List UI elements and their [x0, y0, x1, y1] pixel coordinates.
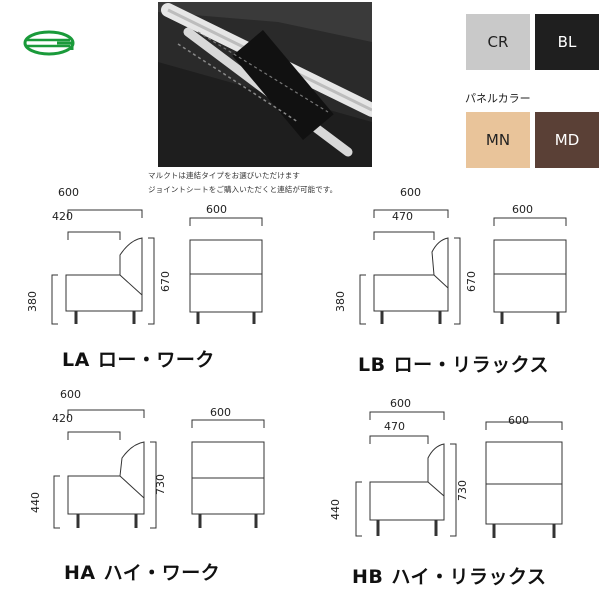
note-line-1: マルクトは連結タイプをお選びいただけます [148, 171, 300, 180]
la-title: LA ロー・ワーク [62, 345, 215, 372]
lb-total-height: 670 [465, 271, 478, 292]
lb-seat-height: 380 [334, 291, 347, 312]
swatch-mn-label: MN [485, 131, 511, 149]
la-name: ロー・ワーク [97, 349, 215, 371]
la-seat-height: 380 [26, 291, 39, 312]
swatch-mn: MN [466, 112, 530, 168]
ha-depth: 420 [52, 412, 73, 425]
ha-total-height: 730 [154, 474, 167, 495]
hb-width: 600 [390, 397, 411, 410]
panel-color-label: パネルカラー [465, 92, 531, 105]
hb-name: ハイ・リラックス [391, 566, 547, 588]
joint-seat-photo [158, 2, 372, 167]
la-code: LA [62, 349, 90, 371]
la-total-height: 670 [159, 271, 172, 292]
hb-drawing [355, 411, 563, 538]
ha-width: 600 [60, 388, 81, 401]
lb-title: LB ロー・リラックス [358, 350, 549, 377]
la-drawing [51, 209, 263, 325]
hb-code: HB [352, 566, 384, 588]
ha-title: HA ハイ・ワーク [64, 558, 220, 585]
lb-drawing [359, 209, 567, 325]
swatch-bl-label: BL [557, 33, 577, 51]
ha-name: ハイ・ワーク [103, 562, 221, 584]
hb-depth: 470 [384, 420, 405, 433]
la-width: 600 [58, 186, 79, 199]
hb-front-width: 600 [508, 414, 529, 427]
brand-logo [23, 30, 75, 56]
swatch-cr-label: CR [487, 33, 509, 51]
ha-drawing [53, 409, 265, 529]
la-front-width: 600 [206, 203, 227, 216]
hb-total-height: 730 [456, 480, 469, 501]
swatch-cr: CR [466, 14, 530, 70]
note-line-2: ジョイントシートをご購入いただくと連結が可能です。 [148, 185, 338, 194]
ha-code: HA [64, 562, 96, 584]
lb-front-width: 600 [512, 203, 533, 216]
la-depth: 420 [52, 210, 73, 223]
swatch-md-label: MD [554, 131, 580, 149]
swatch-md: MD [535, 112, 599, 168]
lb-depth: 470 [392, 210, 413, 223]
ha-front-width: 600 [210, 406, 231, 419]
lb-name: ロー・リラックス [393, 354, 550, 376]
lb-width: 600 [400, 186, 421, 199]
hb-title: HB ハイ・リラックス [352, 562, 546, 589]
ha-seat-height: 440 [29, 492, 42, 513]
lb-code: LB [358, 354, 386, 376]
swatch-bl: BL [535, 14, 599, 70]
hb-seat-height: 440 [329, 499, 342, 520]
